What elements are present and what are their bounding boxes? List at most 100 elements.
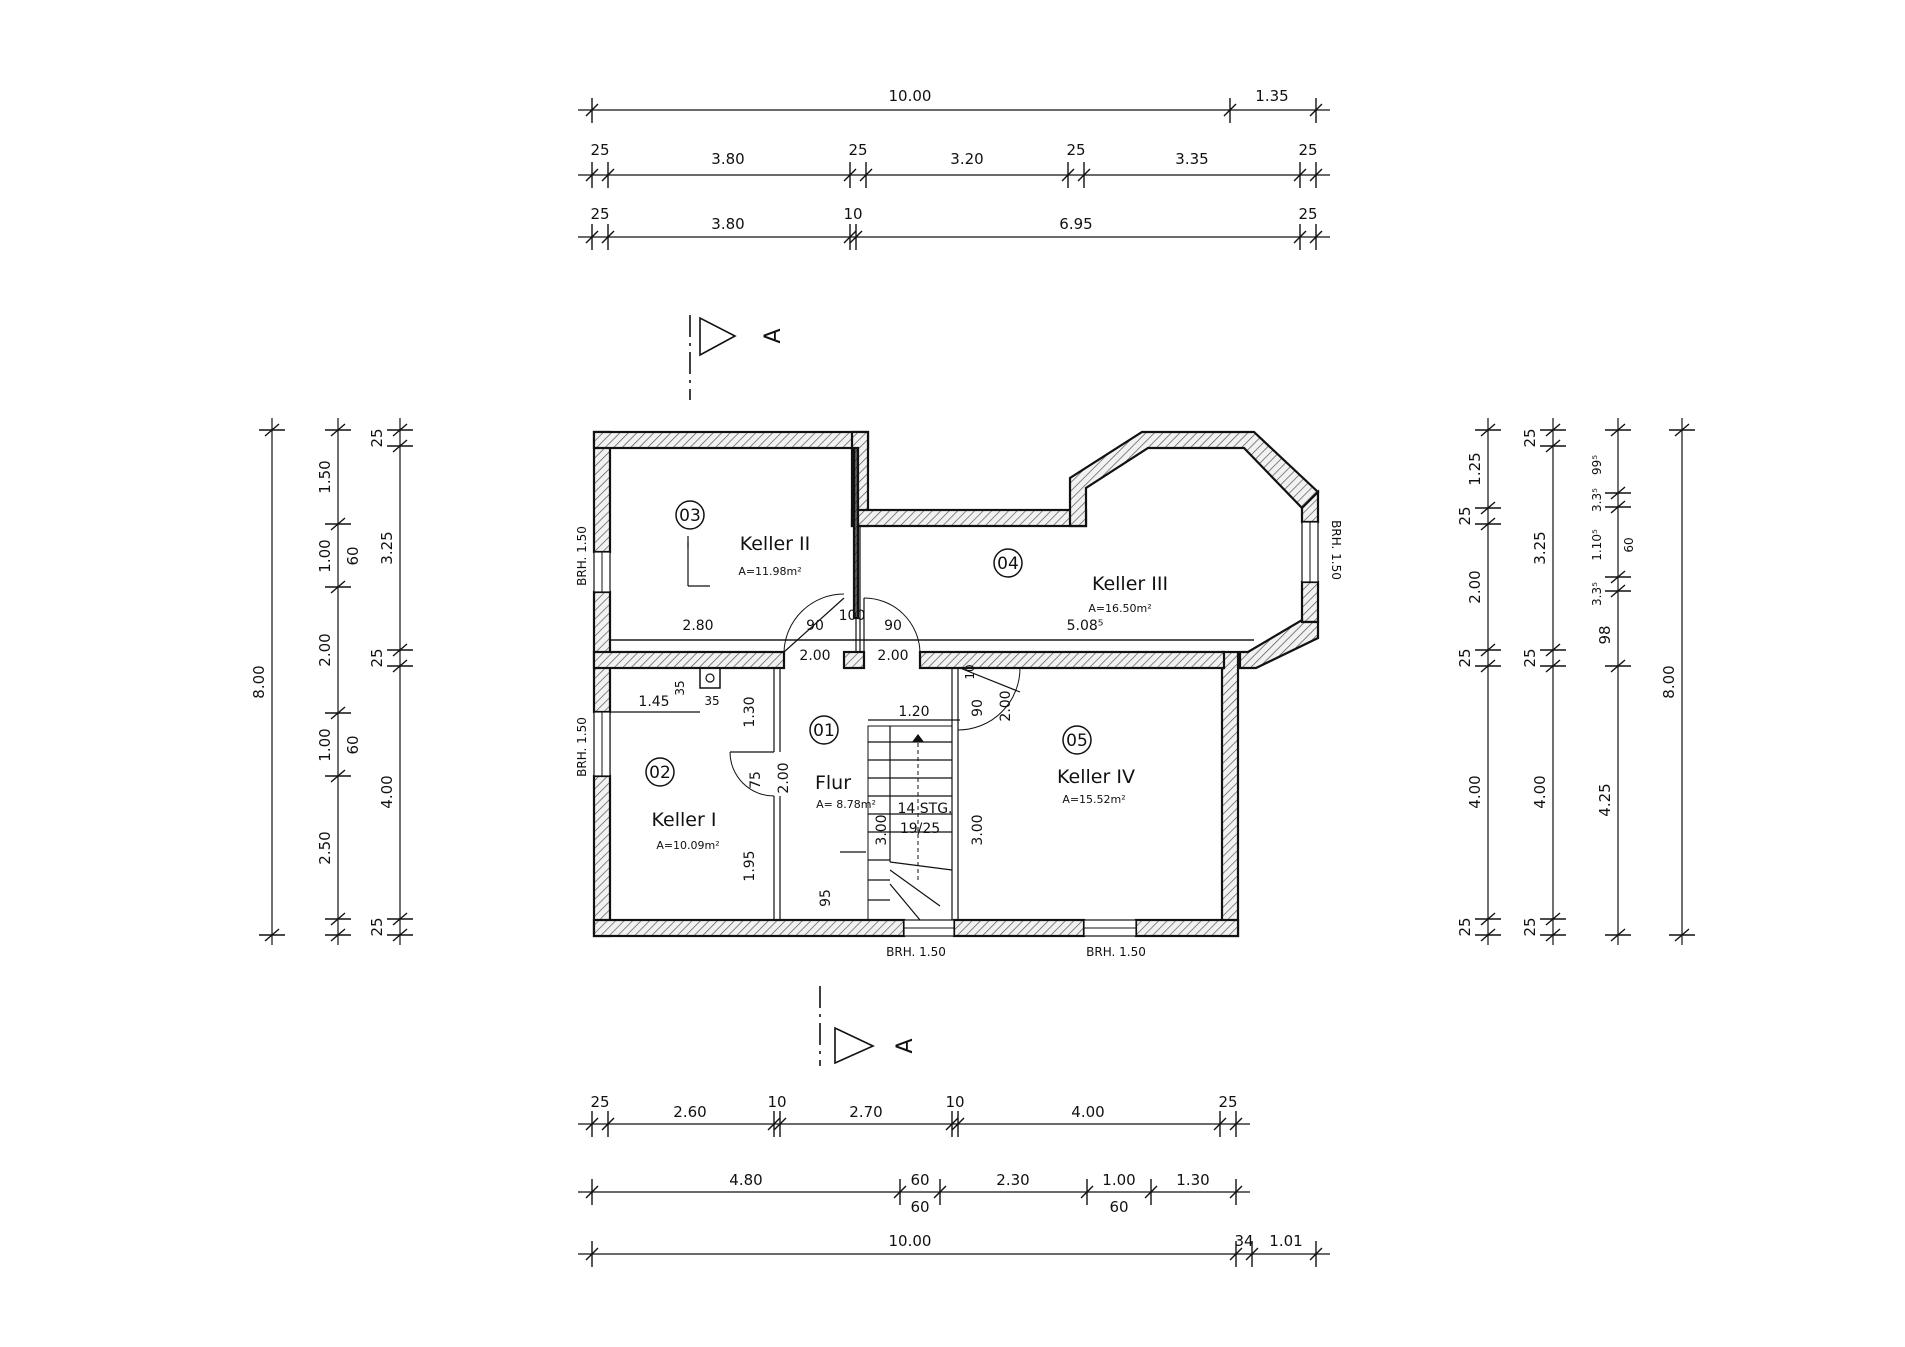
right-dim-c3-5: 98 [1596,625,1614,644]
bottom-dim-r2-6: 1.30 [1176,1171,1209,1189]
right-dim-c2-3: 4.00 [1531,775,1549,808]
top-dim-r2-6: 25 [1298,141,1317,159]
int-k2-width: 2.80 [682,618,713,634]
int-d90v: 90 [970,699,986,717]
right-dim-c3-0: 99⁵ [1590,455,1604,475]
int-stairs2: 19/25 [900,821,940,837]
bottom-dim-r2-3: 2.30 [996,1171,1029,1189]
room-04-name: Keller III [1092,573,1168,595]
int-door2: 90 [884,618,902,634]
top-dimensions: 10.00 1.35 25 3.80 25 3.20 25 3.35 25 [578,87,1330,250]
int-door-mid: 100 [839,608,866,624]
right-dim-c3-3: 60 [1622,537,1636,552]
room-04-area: A=16.50m² [1088,602,1151,615]
bottom-dim-r3-1: 34 [1234,1232,1253,1250]
int-k3-width: 5.08⁵ [1067,618,1104,634]
int-d10v: 10 [963,664,977,679]
top-dim-r3-4: 25 [1298,205,1317,223]
bottom-dim-r1-4: 10 [945,1093,964,1111]
int-d120: 1.20 [898,704,929,720]
right-dim-c2-0: 25 [1521,428,1539,447]
right-dim-c3-4: 3.3⁵ [1590,582,1604,606]
interior-dimensions: 2.80 5.08⁵ 90 100 90 2.00 2.00 1.45 35 3… [610,608,1254,907]
int-d95: 95 [818,889,834,907]
room-02-area: A=10.09m² [656,839,719,852]
top-dim-r2-5: 3.35 [1175,150,1208,168]
bottom-dim-r3-0: 10.00 [889,1232,932,1250]
top-dim-10-00: 10.00 [889,87,932,105]
windows [593,521,1319,937]
right-dim-c2-4: 25 [1521,917,1539,936]
int-d200v: 2.00 [998,690,1014,721]
top-dim-1-35: 1.35 [1255,87,1288,105]
left-dim-c2-1: 1.00 [316,539,334,572]
top-dim-r2-2: 25 [848,141,867,159]
top-dim-r3-3: 6.95 [1059,215,1092,233]
left-dim-c3-3: 4.00 [378,775,396,808]
int-d145: 1.45 [638,694,669,710]
section-marker-top: A [689,315,786,400]
int-h2: 2.00 [877,648,908,664]
int-d200w: 2.00 [776,762,792,793]
top-dim-r3-1: 3.80 [711,215,744,233]
right-dimensions: 1.25 25 2.00 25 4.00 25 25 3.25 25 4.00 … [1456,418,1695,945]
room-02-number: 02 [649,763,671,783]
right-dim-c1-3: 25 [1456,648,1474,667]
top-dim-r2-0: 25 [590,141,609,159]
left-dim-c3-2: 25 [368,648,386,667]
bottom-dim-r3-2: 1.01 [1269,1232,1302,1250]
bottom-dimensions: 25 2.60 10 2.70 10 4.00 25 4.80 60 60 2.… [578,1093,1330,1267]
bottom-dim-r2-4: 1.00 [1102,1171,1135,1189]
bottom-dim-r1-0: 25 [590,1093,609,1111]
bottom-dim-r1-6: 25 [1218,1093,1237,1111]
left-dim-c2-4: 2.50 [316,831,334,864]
room-03-number: 03 [679,506,701,526]
top-dim-r3-0: 25 [590,205,609,223]
room-03-name: Keller II [740,533,811,555]
right-dim-c1-1: 25 [1456,506,1474,525]
left-dim-c2-0: 1.50 [316,460,334,493]
window-label-left-lower: BRH. 1.50 [575,717,589,777]
top-dim-r2-1: 3.80 [711,150,744,168]
left-dim-8-00: 8.00 [250,665,268,698]
window-label-left-upper: BRH. 1.50 [575,526,589,586]
top-dim-r3-2: 10 [843,205,862,223]
right-dim-c3-1: 3.3⁵ [1590,488,1604,512]
room-01-area: A= 8.78m² [816,798,876,811]
window-label-bottom2: BRH. 1.50 [1086,945,1146,959]
left-dimensions: 8.00 1.50 1.00 2.00 1.00 2.50 25 60 60 [250,418,413,945]
room-01-number: 01 [813,721,835,741]
top-dim-r2-4: 25 [1066,141,1085,159]
top-dim-r2-3: 3.20 [950,150,983,168]
right-dim-8-00: 8.00 [1660,665,1678,698]
section-letter-bottom: A [893,1038,918,1053]
bottom-dim-r1-5: 4.00 [1071,1103,1104,1121]
right-dim-c3-6: 4.25 [1596,783,1614,816]
window-labels: BRH. 1.50 BRH. 1.50 BRH. 1.50 BRH. 1.50 … [575,520,1343,959]
right-dim-c3-2: 1.10⁵ [1590,529,1604,561]
room-05-name: Keller IV [1057,766,1135,788]
bottom-dim-r2-0: 4.80 [729,1171,762,1189]
walls [592,430,1320,938]
doors [729,593,1021,797]
int-d130: 1.30 [742,696,758,727]
left-dim-c2b-1: 60 [344,735,362,754]
bottom-dim-r2-2: 60 [910,1198,929,1216]
room-04-number: 04 [997,554,1019,574]
bottom-dim-r1-1: 2.60 [673,1103,706,1121]
right-dim-c1-5: 25 [1456,917,1474,936]
left-dim-c3-0: 25 [368,428,386,447]
int-d75: 75 [748,771,764,789]
int-door1: 90 [806,618,824,634]
int-h1: 2.00 [799,648,830,664]
room-labels: 03 Keller II A=11.98m² 04 Keller III A=1… [645,500,1168,852]
right-dim-c1-2: 2.00 [1466,570,1484,603]
left-dim-c2-5: 25 [368,917,386,936]
right-dim-c1-0: 1.25 [1466,452,1484,485]
room-02-name: Keller I [652,809,717,831]
int-d300b: 3.00 [970,814,986,845]
left-dim-c2-2: 2.00 [316,633,334,666]
bottom-dim-r1-2: 10 [767,1093,786,1111]
int-d35a: 35 [673,680,687,695]
